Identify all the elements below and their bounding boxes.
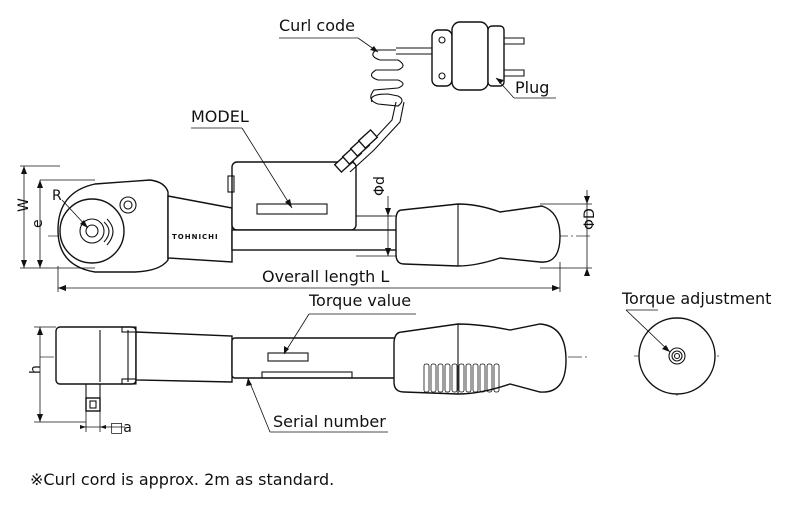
brand-label: TOHNICHI (172, 233, 219, 241)
wrench-neck (167, 195, 233, 263)
wrench-grip (395, 203, 561, 267)
dim-r: R (52, 188, 62, 204)
model-plate (256, 203, 328, 215)
release-knob (119, 196, 137, 214)
dim-phi-D: ΦD (582, 208, 598, 230)
dim-e: e (30, 219, 46, 228)
curl-cord (370, 49, 404, 107)
wrench-shaft (231, 229, 403, 251)
torque-adjustment-label: Torque adjustment (621, 289, 771, 308)
torque-value-window (267, 352, 309, 362)
end-cap (638, 317, 716, 395)
model-body (231, 161, 357, 231)
grip-ribs (423, 363, 500, 393)
top-view: TOHNICHI (16, 16, 598, 292)
dim-h: h (28, 365, 44, 374)
curl-code-label: Curl code (279, 16, 355, 35)
side-beam (135, 331, 233, 383)
side-head (55, 326, 137, 385)
serial-plate (261, 371, 353, 379)
footnote: ※Curl cord is approx. 2m as standard. (30, 470, 334, 489)
dim-phi-d: Φd (372, 176, 388, 196)
side-view: h □a Torque value Serial number (28, 291, 590, 436)
end-view: Torque adjustment (621, 289, 771, 396)
dim-w: W (16, 198, 32, 212)
plug (431, 21, 525, 91)
model-label: MODEL (191, 107, 249, 126)
overall-length-label: Overall length L (262, 267, 389, 286)
plug-label: Plug (515, 78, 549, 97)
dim-a: □a (110, 420, 132, 436)
square-drive (85, 397, 101, 412)
strain-relief (333, 128, 379, 174)
serial-number-label: Serial number (273, 412, 386, 431)
torque-value-label: Torque value (308, 291, 411, 310)
side-grip (393, 323, 567, 395)
